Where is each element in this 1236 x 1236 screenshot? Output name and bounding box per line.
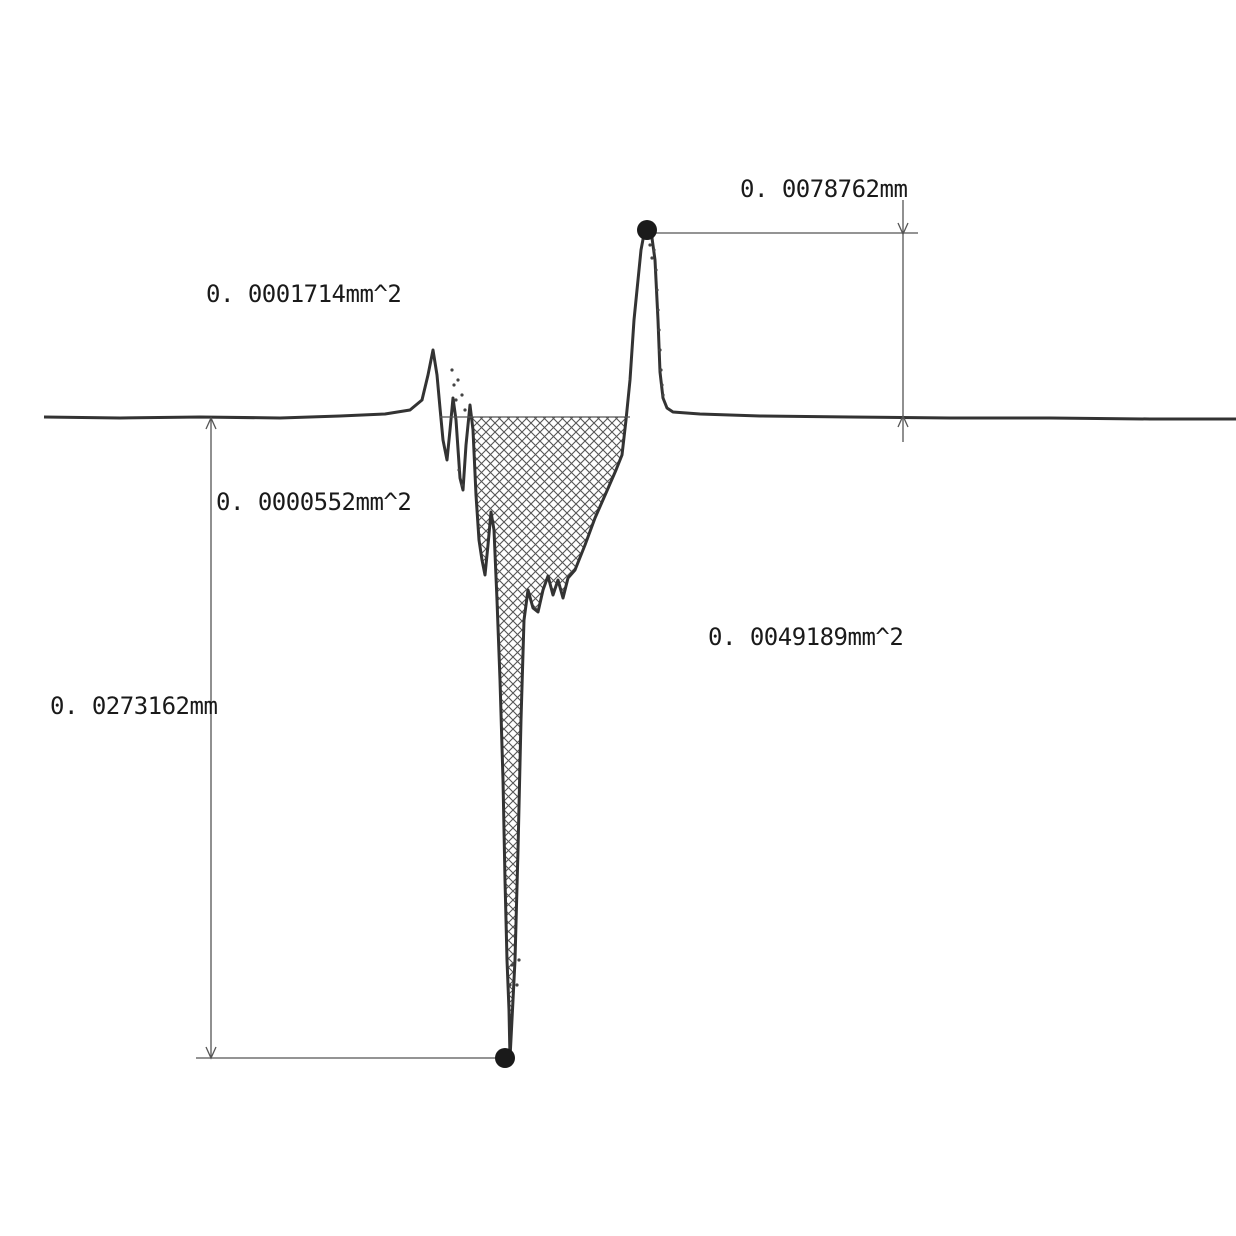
noise-dot [454, 398, 458, 402]
depth-dimension [196, 416, 505, 1060]
noise-dot [510, 963, 514, 967]
noise-dot [460, 393, 464, 397]
valley-marker [495, 1048, 515, 1068]
noise-dot [658, 348, 662, 352]
noise-dot [450, 368, 454, 372]
noise-dot [508, 983, 512, 987]
surface-profile-line [43, 230, 1236, 1060]
noise-dot [463, 408, 467, 412]
noise-dot [652, 248, 656, 252]
profile-scan-noise [440, 243, 665, 987]
noise-dot [456, 378, 460, 382]
noise-dot [517, 958, 521, 962]
peak-marker [637, 220, 657, 240]
area-upper-label: 0. 0001714mm^2 [206, 280, 401, 308]
noise-dot [661, 393, 665, 397]
peak-height-dimension [648, 200, 918, 442]
noise-dot [650, 256, 654, 260]
noise-dot [515, 983, 519, 987]
peak-height-label: 0. 0078762mm [740, 175, 907, 203]
noise-dot [655, 288, 659, 292]
noise-dot [648, 243, 652, 247]
area-large-label: 0. 0049189mm^2 [708, 623, 903, 651]
noise-dot [452, 383, 456, 387]
noise-dot [457, 468, 461, 472]
noise-dot [460, 483, 464, 487]
depth-label: 0. 0273162mm [50, 692, 217, 720]
removed-area-hatch [470, 417, 627, 1050]
noise-dot [656, 308, 660, 312]
area-small-label: 0. 0000552mm^2 [216, 488, 411, 516]
noise-dot [657, 328, 661, 332]
noise-dot [660, 383, 664, 387]
noise-dot [654, 268, 658, 272]
noise-dot [659, 368, 663, 372]
